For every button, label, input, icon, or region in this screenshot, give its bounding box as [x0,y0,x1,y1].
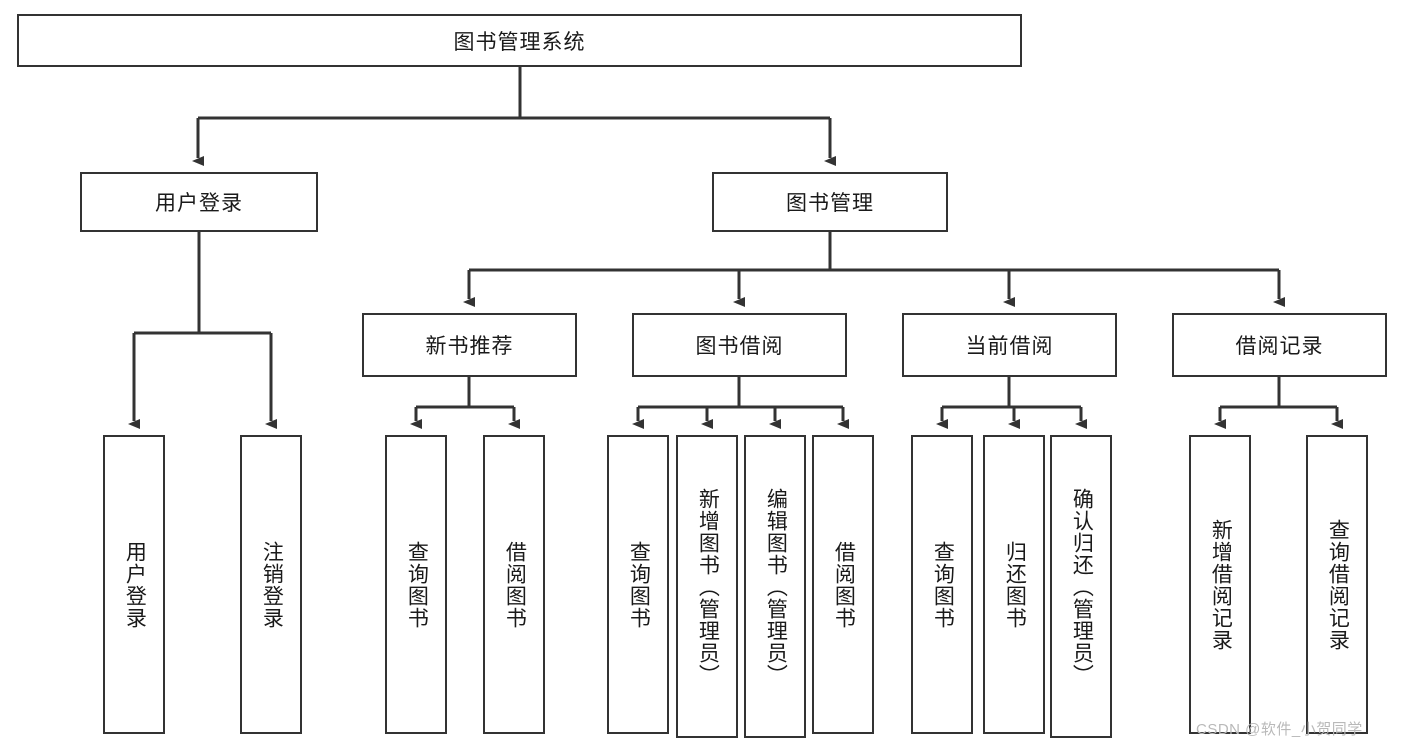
node-leaf-user-login[interactable]: 用户登录 [103,435,165,734]
node-level2-new-book-recommend[interactable]: 新书推荐 [362,313,577,377]
node-label: 归还图书 [1003,540,1027,629]
edge-group-borrow-records [1214,377,1343,429]
node-leaf-query-book-new[interactable]: 查询图书 [385,435,447,734]
node-leaf-borrow-book[interactable]: 借阅图书 [812,435,874,734]
node-label: 查询图书 [931,540,955,629]
node-label: 用户登录 [123,540,147,629]
edge-group-new-books [410,377,520,429]
node-leaf-add-book-admin[interactable]: 新增图书（管理员） [676,435,738,738]
node-leaf-return-book[interactable]: 归还图书 [983,435,1045,734]
node-label: 新增借阅记录 [1209,518,1233,651]
node-label: 注销登录 [260,540,284,629]
node-level2-borrow-records[interactable]: 借阅记录 [1172,313,1387,377]
edge-group-root [192,67,836,166]
node-label: 图书借阅 [695,335,784,358]
edge-group-borrow [632,377,849,429]
node-leaf-confirm-return-admin[interactable]: 确认归还（管理员） [1050,435,1112,738]
node-label: 新书推荐 [425,335,514,358]
node-level1-book-management[interactable]: 图书管理 [712,172,948,232]
node-leaf-edit-book-admin[interactable]: 编辑图书（管理员） [744,435,806,738]
node-label: 查询图书 [627,540,651,629]
node-root[interactable]: 图书管理系统 [17,14,1022,67]
node-leaf-borrow-book-new[interactable]: 借阅图书 [483,435,545,734]
node-label: 借阅记录 [1235,335,1324,358]
node-label: 查询图书 [405,540,429,629]
node-label: 编辑图书（管理员） [764,487,788,686]
node-label: 借阅图书 [832,540,856,629]
node-leaf-query-book-borrow[interactable]: 查询图书 [607,435,669,734]
node-label: 确认归还（管理员） [1070,487,1094,686]
node-root-label: 图书管理系统 [453,30,586,54]
edge-group-book-manage [463,232,1285,307]
node-leaf-add-borrow-record[interactable]: 新增借阅记录 [1189,435,1251,734]
node-level2-book-borrow[interactable]: 图书借阅 [632,313,847,377]
node-label: 借阅图书 [503,540,527,629]
csdn-watermark: CSDN @软件_小贺同学 [1196,721,1363,738]
node-label: 新增图书（管理员） [696,487,720,686]
node-leaf-query-borrow-record[interactable]: 查询借阅记录 [1306,435,1368,734]
node-label: 当前借阅 [965,335,1054,358]
node-label: 用户登录 [155,192,243,215]
node-label: 查询借阅记录 [1326,518,1350,651]
node-leaf-query-book-current[interactable]: 查询图书 [911,435,973,734]
node-leaf-logout[interactable]: 注销登录 [240,435,302,734]
node-level1-user-login[interactable]: 用户登录 [80,172,318,232]
node-level2-current-borrow[interactable]: 当前借阅 [902,313,1117,377]
edge-group-current-borrow [936,377,1087,429]
node-label: 图书管理 [786,192,874,215]
edge-group-user-login [128,232,277,429]
